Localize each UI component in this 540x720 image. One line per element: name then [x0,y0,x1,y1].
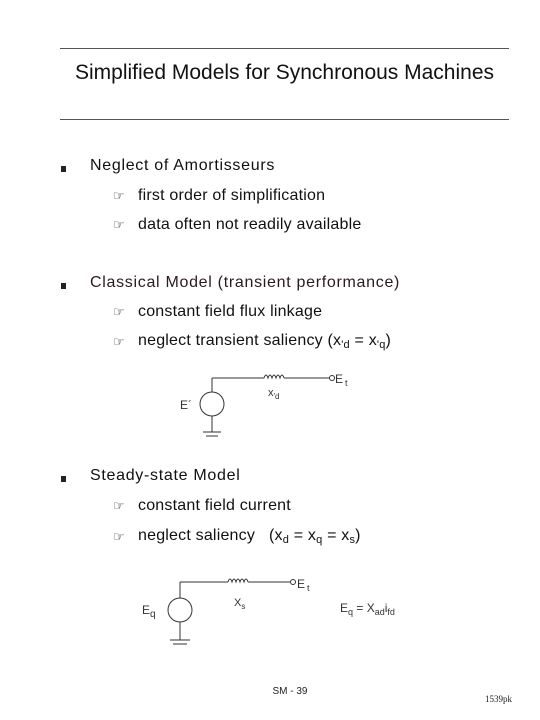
pointing-hand-icon: ☞ [113,529,125,544]
pointing-hand-icon: ☞ [113,334,125,349]
item-steady-saliency: neglect saliency (xd = xq = xs) [138,527,361,546]
source-label: E´ [180,398,192,412]
reactance-label: Xs [234,597,246,611]
bottom-rule [60,119,509,120]
corner-note: 1539pk [485,694,512,704]
item-field-current: constant field current [138,497,291,514]
square-bullet-icon [61,476,66,482]
item-transient-saliency: neglect transient saliency (x'd = x'q) [138,332,392,351]
pointing-hand-icon: ☞ [113,188,125,203]
terminal-node [329,375,335,381]
item-data-availability: data often not readily available [138,216,362,233]
section-heading-amortisseurs: Neglect of Amortisseurs [90,157,276,174]
pointing-hand-icon: ☞ [113,304,125,319]
source-circle [167,597,193,623]
source-label: Eq [142,603,156,620]
pointing-hand-icon: ☞ [113,498,125,513]
reactance-label: x'd [268,387,280,401]
item-flux-linkage: constant field flux linkage [138,303,323,320]
terminal-label: Et [335,372,350,388]
reactance-coil [227,578,249,584]
section-heading-classical: Classical Model (transient performance) [90,274,401,291]
page-number: SM - 39 [272,686,308,697]
reactance-coil [263,374,285,380]
terminal-label: Et [297,577,312,593]
square-bullet-icon [61,283,66,289]
section-heading-steady-state: Steady-state Model [90,467,241,484]
field-equation: Eq = Xadifd [340,601,395,617]
item-first-order: first order of simplification [138,187,326,204]
terminal-node [290,579,296,585]
top-rule [60,48,509,49]
page-title: Simplified Models for Synchronous Machin… [74,61,495,84]
square-bullet-icon [61,166,66,172]
pointing-hand-icon: ☞ [113,217,125,232]
